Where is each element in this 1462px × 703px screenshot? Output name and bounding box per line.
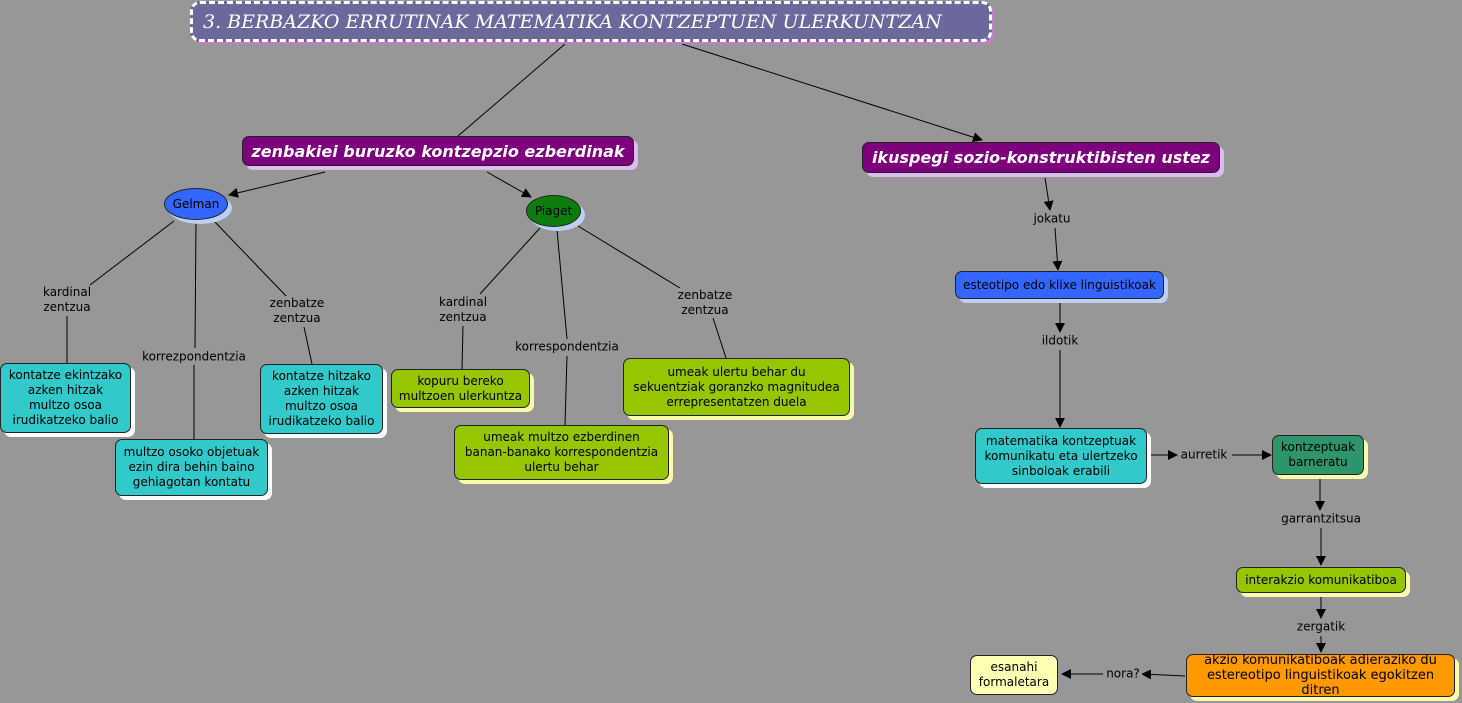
edge-piaget-kardinal-a: [479, 227, 541, 295]
link-piaget-korresp: korrespondentzia: [513, 339, 621, 355]
node-kontzeptuak[interactable]: kontzeptuak barneratu: [1272, 435, 1364, 475]
link-ildotik: ildotik: [1039, 333, 1081, 349]
edge-gelman-kardinal-a: [89, 220, 175, 286]
link-gelman-kardinal: kardinal zentzua: [40, 285, 94, 315]
map-title: 3. BERBAZKO ERRUTINAK MATEMATIKA KONTZEP…: [190, 1, 992, 42]
node-ikuspegi[interactable]: ikuspegi sozio-konstruktibisten ustez: [862, 142, 1220, 173]
edge-title-zenbakiei: [457, 43, 566, 137]
link-jokatu: jokatu: [1031, 211, 1073, 227]
link-gelman-korresp: korrezpondentzia: [140, 349, 248, 365]
node-interakzio[interactable]: interakzio komunikatiboa: [1236, 567, 1406, 593]
edge-zenbakiei-gelman: [228, 171, 326, 198]
link-piaget-zenbatze: zenbatze zentzua: [675, 288, 735, 318]
edge-jokatu-esteotipo: [1052, 227, 1063, 271]
node-esteotipo[interactable]: esteotipo edo klixe linguistikoak: [955, 271, 1164, 299]
node-gelman-zenbatze[interactable]: kontatze hitzako azken hitzak multzo oso…: [260, 364, 383, 434]
node-piaget-zenbatze[interactable]: umeak ulertu behar du sekuentziak goranz…: [623, 358, 850, 416]
edge-zenbakiei-piaget: [486, 171, 532, 198]
node-gelman-korresp[interactable]: multzo osoko objetuak ezin dira behin ba…: [115, 439, 268, 496]
node-matematika[interactable]: matematika kontzeptuak komunikatu eta ul…: [975, 428, 1147, 484]
link-aurretik: aurretik: [1178, 447, 1230, 463]
edge-ikuspegi-jokatu: [1043, 177, 1054, 211]
node-piaget[interactable]: Piaget: [526, 195, 581, 227]
node-piaget-korresp[interactable]: umeak multzo ezberdinen banan-banako kor…: [454, 425, 669, 480]
edge-piaget-korresp-b: [564, 355, 568, 426]
edge-piaget-zenbatze-a: [577, 225, 681, 289]
edge-gelman-zenbatze-b: [303, 326, 313, 365]
link-gelman-zenbatze: zenbatze zentzua: [267, 296, 327, 326]
link-garrantzitsua: garrantzitsua: [1279, 511, 1363, 527]
node-esanahi[interactable]: esanahi formaletara: [970, 655, 1058, 695]
link-nora: nora?: [1104, 666, 1142, 682]
link-piaget-kardinal: kardinal zentzua: [436, 295, 490, 325]
node-piaget-kardinal[interactable]: kopuru bereko multzoen ulerkuntza: [391, 369, 530, 408]
edge-piaget-korresp-a: [556, 229, 568, 340]
edge-piaget-zenbatze-b: [712, 317, 727, 359]
node-zenbakiei[interactable]: zenbakiei buruzko kontzepzio ezberdinak: [242, 136, 634, 166]
link-zergatik: zergatik: [1294, 619, 1348, 635]
edge-gelman-korresp-a: [194, 221, 197, 349]
node-akzio[interactable]: akzio komunikatiboak adieraziko du ester…: [1186, 653, 1455, 698]
edge-title-ikuspegi: [681, 43, 983, 143]
node-gelman[interactable]: Gelman: [164, 188, 228, 220]
node-gelman-kardinal[interactable]: kontatze ekintzako azken hitzak multzo o…: [0, 363, 131, 433]
edge-akzio-nora: [1141, 669, 1186, 680]
edge-piaget-kardinal-b: [461, 325, 464, 370]
edge-gelman-zenbatze-a: [214, 221, 288, 298]
